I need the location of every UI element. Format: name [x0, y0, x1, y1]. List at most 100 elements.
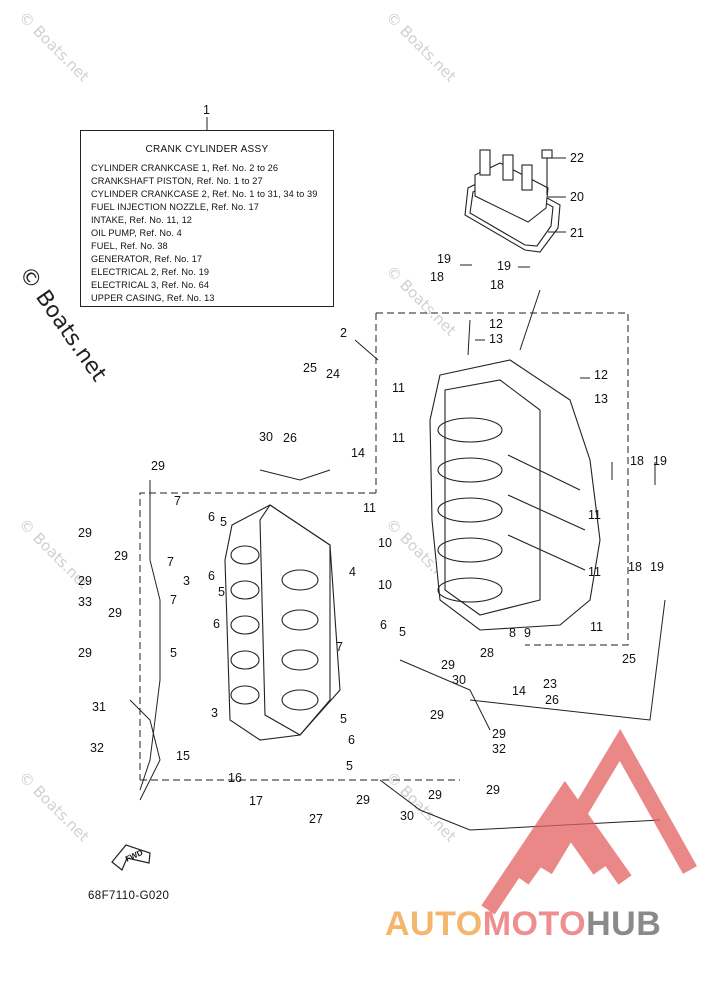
legend-line: CYLINDER CRANKCASE 1, Ref. No. 2 to 26: [91, 163, 279, 173]
callout-27: 27: [309, 812, 323, 826]
callout-30: 30: [259, 430, 273, 444]
callout-7: 7: [336, 640, 343, 654]
legend-line: ELECTRICAL 3, Ref. No. 64: [91, 280, 210, 290]
brand-part-auto: AUTO: [385, 905, 483, 943]
callout-5: 5: [170, 646, 177, 660]
callout-29: 29: [428, 788, 442, 802]
callout-20: 20: [570, 190, 584, 204]
callout-22: 22: [570, 151, 584, 165]
legend-title: CRANK CYLINDER ASSY: [145, 144, 269, 155]
callout-13: 13: [489, 332, 503, 346]
callout-5: 5: [220, 515, 227, 529]
callout-6: 6: [348, 733, 355, 747]
callout-7: 7: [174, 494, 181, 508]
callout-12: 12: [489, 317, 503, 331]
callout-21: 21: [570, 226, 584, 240]
crankcase-group-outline: [376, 312, 629, 646]
callout-7: 7: [167, 555, 174, 569]
legend-line: FUEL, Ref. No. 38: [91, 241, 168, 251]
callout-3: 3: [211, 706, 218, 720]
brand-part-moto: MOTO: [482, 905, 587, 943]
callout-33: 33: [78, 595, 92, 609]
callout-8: 8: [509, 626, 516, 640]
bolt-22: [541, 149, 553, 195]
callout-7: 7: [170, 593, 177, 607]
callout-31: 31: [92, 700, 106, 714]
callout-6: 6: [208, 510, 215, 524]
callout-32: 32: [492, 742, 506, 756]
crankcase-block: [429, 359, 601, 631]
legend-line: INTAKE, Ref. No. 11, 12: [91, 215, 193, 225]
assembly-legend: CRANK CYLINDER ASSY CYLINDER CRANKCASE 1…: [80, 130, 334, 307]
callout-26: 26: [283, 431, 297, 445]
automotohub-brand: AUTOMOTOHUB: [385, 905, 661, 944]
callout-11: 11: [363, 501, 376, 515]
fwd-arrow-icon: [111, 844, 151, 871]
callout-17: 17: [249, 794, 263, 808]
callout-2: 2: [340, 326, 347, 340]
callout-12: 12: [594, 368, 608, 382]
callout-16: 16: [228, 771, 242, 785]
diagram-code: 68F7110-G020: [88, 890, 170, 902]
callout-11: 11: [588, 565, 601, 579]
callout-19: 19: [653, 454, 667, 468]
callout-29: 29: [430, 708, 444, 722]
legend-line: CRANKSHAFT PISTON, Ref. No. 1 to 27: [91, 176, 263, 186]
callout-28: 28: [480, 646, 494, 660]
cylinder-block: [224, 504, 341, 741]
callout-5: 5: [399, 625, 406, 639]
callout-10: 10: [378, 536, 392, 550]
callout-29: 29: [114, 549, 128, 563]
callout-29: 29: [486, 783, 500, 797]
callout-29: 29: [78, 646, 92, 660]
callout-10: 10: [378, 578, 392, 592]
callout-6: 6: [213, 617, 220, 631]
cylinder-group-outline: [139, 492, 376, 780]
callout-25: 25: [303, 361, 317, 375]
callout-29: 29: [78, 526, 92, 540]
head-cover: [474, 149, 549, 223]
callout-11: 11: [392, 381, 405, 395]
callout-5: 5: [218, 585, 225, 599]
callout-19: 19: [650, 560, 664, 574]
callout-6: 6: [380, 618, 387, 632]
callout-11: 11: [392, 431, 405, 445]
legend-line: GENERATOR, Ref. No. 17: [91, 254, 203, 264]
callout-19: 19: [437, 252, 451, 266]
callout-30: 30: [452, 673, 466, 687]
callout-29: 29: [78, 574, 92, 588]
callout-25: 25: [622, 652, 636, 666]
callout-11: 11: [590, 620, 603, 634]
callout-18: 18: [628, 560, 642, 574]
callout-19: 19: [497, 259, 511, 273]
callout-30: 30: [400, 809, 414, 823]
callout-18: 18: [490, 278, 504, 292]
callout-5: 5: [346, 759, 353, 773]
legend-line: UPPER CASING, Ref. No. 13: [91, 293, 215, 303]
callout-29: 29: [356, 793, 370, 807]
legend-line: OIL PUMP, Ref. No. 4: [91, 228, 182, 238]
callout-29: 29: [151, 459, 165, 473]
callout-15: 15: [176, 749, 190, 763]
callout-29: 29: [492, 727, 506, 741]
callout-11: 11: [588, 508, 601, 522]
callout-23: 23: [543, 677, 557, 691]
callout-6: 6: [208, 569, 215, 583]
callout-26: 26: [545, 693, 559, 707]
callout-5: 5: [340, 712, 347, 726]
callout-14: 14: [351, 446, 365, 460]
callout-4: 4: [349, 565, 356, 579]
callout-32: 32: [90, 741, 104, 755]
automotohub-logo-icon: [481, 729, 697, 915]
callout-9: 9: [524, 626, 531, 640]
callout-24: 24: [326, 367, 340, 381]
callout-13: 13: [594, 392, 608, 406]
callout-29: 29: [441, 658, 455, 672]
brand-part-hub: HUB: [586, 905, 662, 943]
callout-14: 14: [512, 684, 526, 698]
legend-ref-number: 1: [203, 103, 210, 117]
legend-line: CYLINDER CRANKCASE 2, Ref. No. 1 to 31, …: [91, 189, 318, 199]
legend-line: FUEL INJECTION NOZZLE, Ref. No. 17: [91, 202, 259, 212]
legend-line: ELECTRICAL 2, Ref. No. 19: [91, 267, 210, 277]
